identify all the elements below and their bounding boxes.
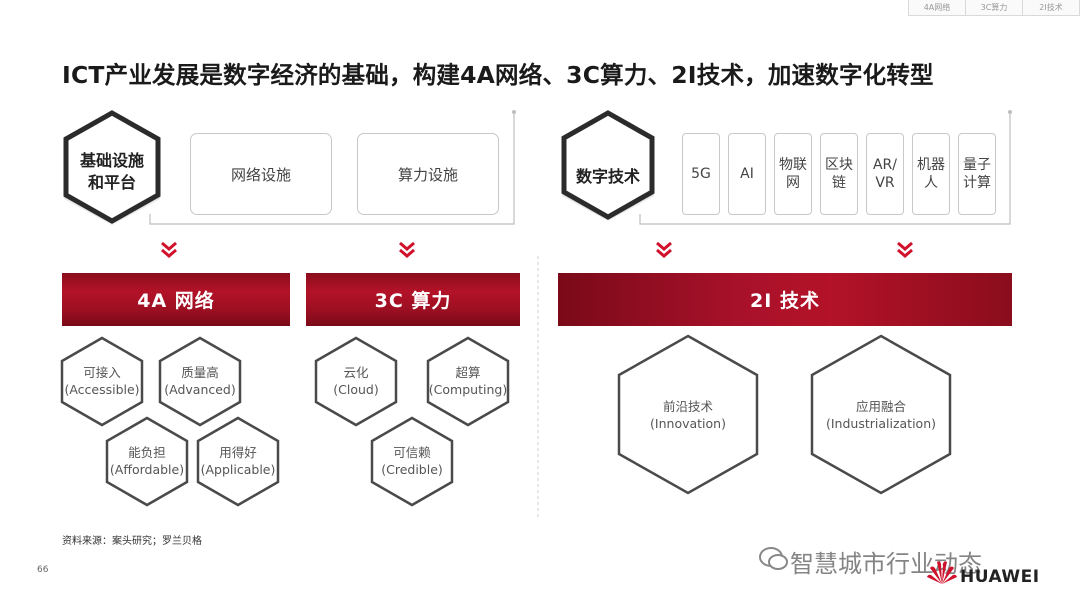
tech-box-5g: 5G: [682, 133, 720, 215]
hex-cn: 用得好: [219, 445, 257, 460]
hex-cn: 超算: [455, 365, 481, 380]
page-title: ICT产业发展是数字经济的基础，构建4A网络、3C算力、2I技术，加速数字化转型: [62, 61, 934, 89]
hex-industrialization: 应用融合 (Industrialization): [815, 398, 947, 432]
hex-innovation: 前沿技术 (Innovation): [628, 398, 748, 432]
hex-en: (Industrialization): [825, 416, 937, 431]
banner-4a-network: 4A 网络: [62, 273, 290, 326]
tech-box-ai: AI: [728, 133, 766, 215]
digital-tech-label: 数字技术: [575, 167, 640, 186]
banner-2i-tech: 2I 技术: [558, 273, 1012, 326]
tech-box-arvr: AR/VR: [866, 133, 904, 215]
hex-affordable: 能负担 (Affordable): [105, 444, 189, 478]
banner-3c-compute: 3C 算力: [306, 273, 520, 326]
hex-en: (Computing): [428, 382, 508, 397]
tech-label: 网: [786, 175, 800, 191]
hex-cn: 前沿技术: [662, 399, 713, 414]
hex-cn: 质量高: [181, 365, 219, 380]
hex-accessible: 可接入 (Accessible): [62, 364, 142, 398]
hex-cloud: 云化 (Cloud): [316, 364, 396, 398]
tech-label: 链: [832, 175, 846, 191]
hex-infrastructure: [63, 110, 161, 225]
hex-cn: 可接入: [83, 365, 121, 380]
hex-en: (Applicable): [200, 462, 276, 477]
tech-label: 物联: [779, 157, 807, 173]
hex-cn: 云化: [343, 365, 369, 380]
tech-label: AI: [740, 166, 754, 182]
hex-cn: 能负担: [128, 445, 166, 460]
page-number: 66: [37, 565, 49, 575]
tech-label: 人: [924, 175, 938, 191]
hex-digital-tech: [561, 110, 655, 221]
tech-box-blockchain: 区块链: [820, 133, 858, 215]
hex-en: (Cloud): [333, 382, 379, 397]
huawei-logo-text: HUAWEI: [960, 567, 1040, 587]
hex-applicable: 用得好 (Applicable): [196, 444, 280, 478]
hex-cn: 应用融合: [855, 399, 906, 414]
hex-advanced: 质量高 (Advanced): [160, 364, 240, 398]
source-note: 资料来源：案头研究；罗兰贝格: [62, 536, 202, 547]
section-tabs: 4A网络 3C算力 2I技术: [908, 0, 1080, 16]
hex-en: (Credible): [381, 462, 443, 477]
infrastructure-label-line1: 基础设施: [79, 151, 144, 170]
wechat-icon: [759, 547, 788, 570]
tech-box-quantum: 量子计算: [958, 133, 996, 215]
network-facility-box: 网络设施: [190, 133, 332, 215]
tech-box-robot: 机器人: [912, 133, 950, 215]
huawei-logo-icon: [927, 561, 957, 584]
hex-cn: 可信赖: [393, 445, 431, 460]
tech-label: 5G: [691, 166, 711, 182]
hex-en: (Advanced): [164, 382, 236, 397]
compute-facility-box: 算力设施: [357, 133, 499, 215]
tech-label: AR/: [872, 157, 898, 173]
tech-label: VR: [875, 175, 895, 191]
tech-label: 机器: [917, 157, 945, 173]
tech-label: 计算: [963, 175, 991, 191]
tech-label: 区块: [825, 157, 853, 173]
hex-en: (Innovation): [650, 416, 726, 431]
hex-computing: 超算 (Computing): [424, 364, 512, 398]
hex-en: (Affordable): [109, 462, 185, 477]
hex-credible: 可信赖 (Credible): [372, 444, 452, 478]
tech-box-iot: 物联网: [774, 133, 812, 215]
hex-en: (Accessible): [64, 382, 140, 397]
infrastructure-label-line2: 和平台: [87, 173, 136, 192]
tech-label: 量子: [963, 157, 991, 173]
infrastructure-label: 基础设施 和平台: [66, 150, 158, 194]
